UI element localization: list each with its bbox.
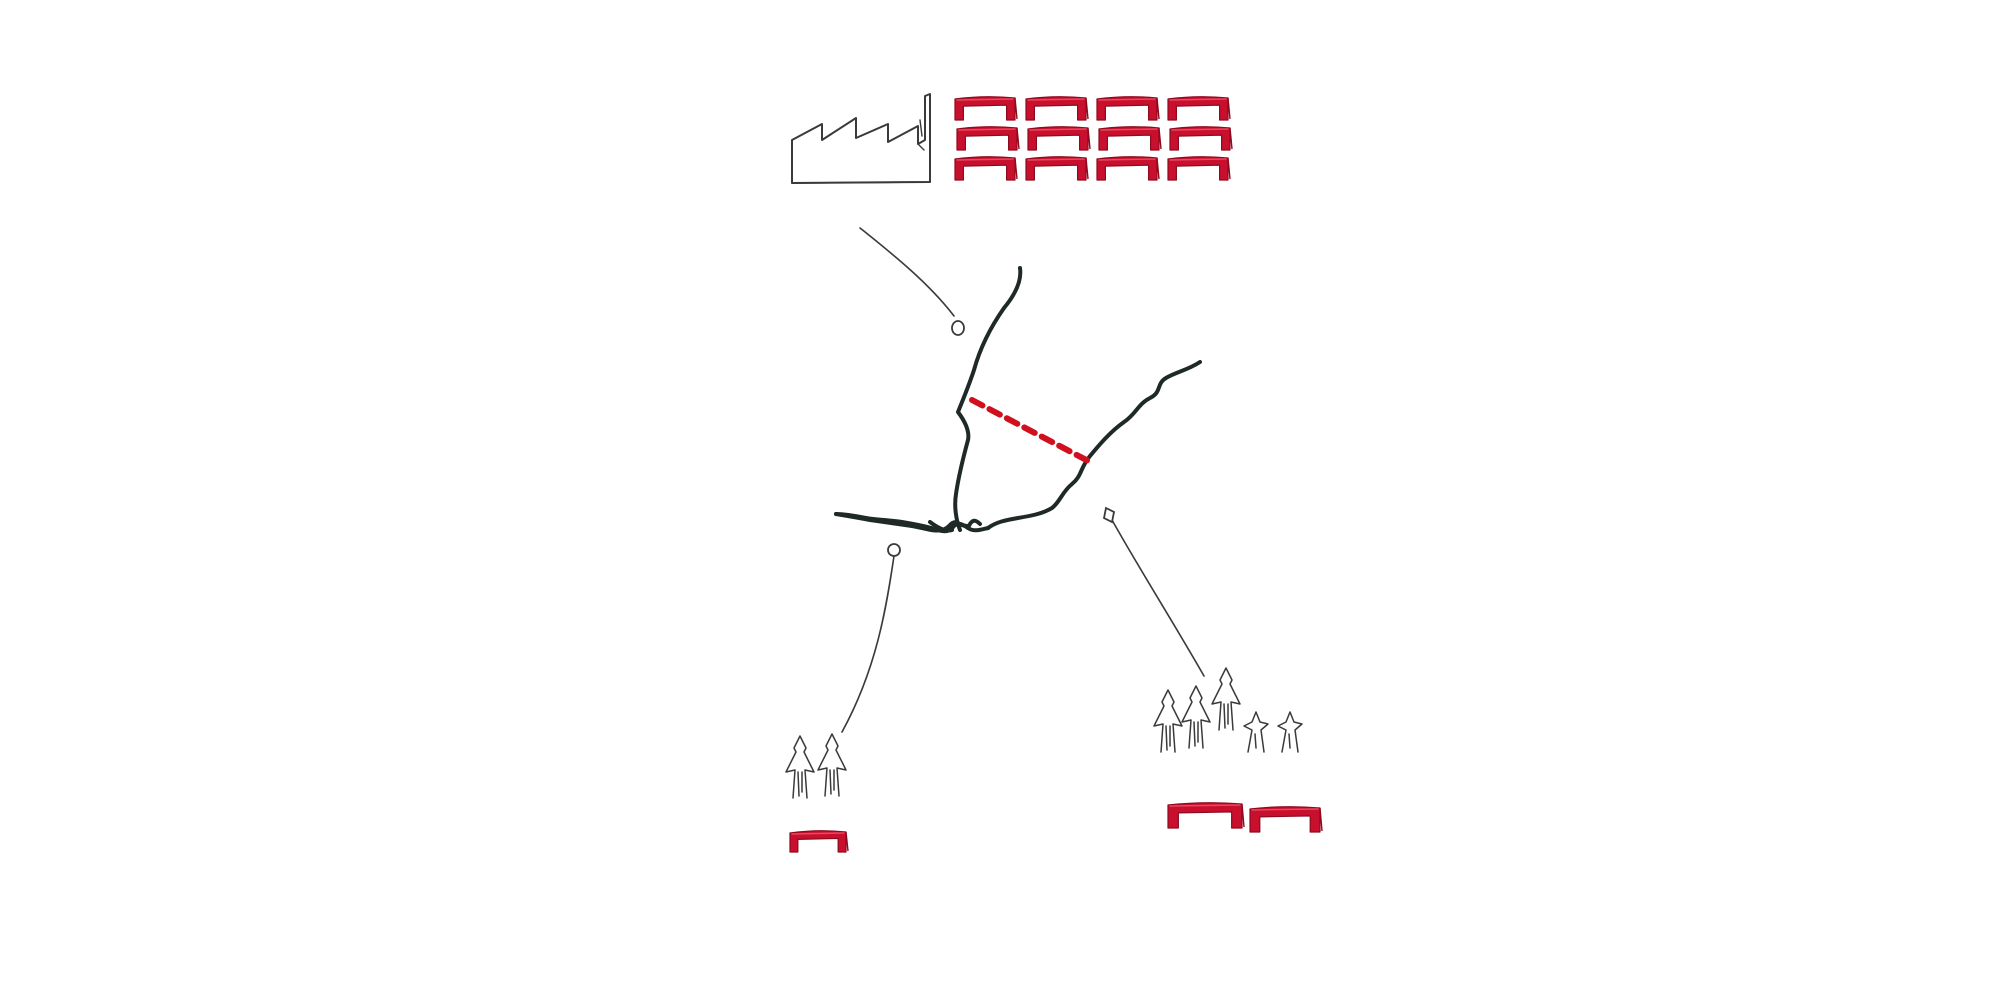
person-icon <box>1211 667 1241 731</box>
river-main-south-bank <box>834 512 970 533</box>
house-icon <box>954 96 1018 121</box>
small-family-housing <box>789 830 849 853</box>
person-icon <box>1181 685 1211 749</box>
house-icon <box>1025 96 1089 121</box>
small-family-people <box>785 733 847 799</box>
person-icon <box>817 733 847 797</box>
person-icon <box>785 735 815 799</box>
house-icon <box>789 830 849 853</box>
factory-icon <box>791 93 931 184</box>
pin-icon <box>951 320 965 336</box>
river-east-branch <box>986 360 1202 530</box>
small-family-group <box>785 733 849 853</box>
house-icon <box>1096 96 1160 121</box>
boundary-dash <box>1073 451 1091 464</box>
settlement-boundary <box>969 397 1091 464</box>
river-north-branch <box>953 266 1023 532</box>
connector-small-family <box>841 543 901 733</box>
boundary-dash <box>1056 442 1073 455</box>
house-icon <box>1098 126 1162 151</box>
industrial-housing-grid <box>954 96 1233 181</box>
person-icon <box>1243 711 1269 753</box>
industrial-group <box>791 93 1233 184</box>
house-icon <box>1025 156 1089 181</box>
connector-pins <box>841 227 1205 733</box>
house-icon <box>1169 126 1233 151</box>
house-icon <box>1167 96 1231 121</box>
boundary-dash <box>969 397 986 409</box>
boundary-dash <box>1021 424 1038 436</box>
pin-icon <box>887 543 901 557</box>
person-icon <box>1277 711 1303 753</box>
connector-industrial <box>859 227 965 336</box>
person-icon <box>1153 689 1183 753</box>
house-icon <box>1249 806 1323 833</box>
house-icon <box>1027 126 1091 151</box>
large-family-people <box>1153 667 1303 753</box>
house-icon <box>954 156 1018 181</box>
large-family-housing <box>1167 802 1323 833</box>
boundary-dash <box>986 406 1003 418</box>
house-icon <box>1167 802 1245 829</box>
large-family-group <box>1153 667 1323 833</box>
house-icon <box>1096 156 1160 181</box>
boundary-dash <box>1038 433 1056 446</box>
boundary-dash <box>1003 415 1021 427</box>
house-icon <box>1167 156 1231 181</box>
river-delta-inlet <box>928 518 982 533</box>
pin-icon <box>1102 506 1116 524</box>
connector-large-family <box>1102 506 1205 677</box>
river-system <box>834 266 1202 534</box>
house-icon <box>956 126 1020 151</box>
